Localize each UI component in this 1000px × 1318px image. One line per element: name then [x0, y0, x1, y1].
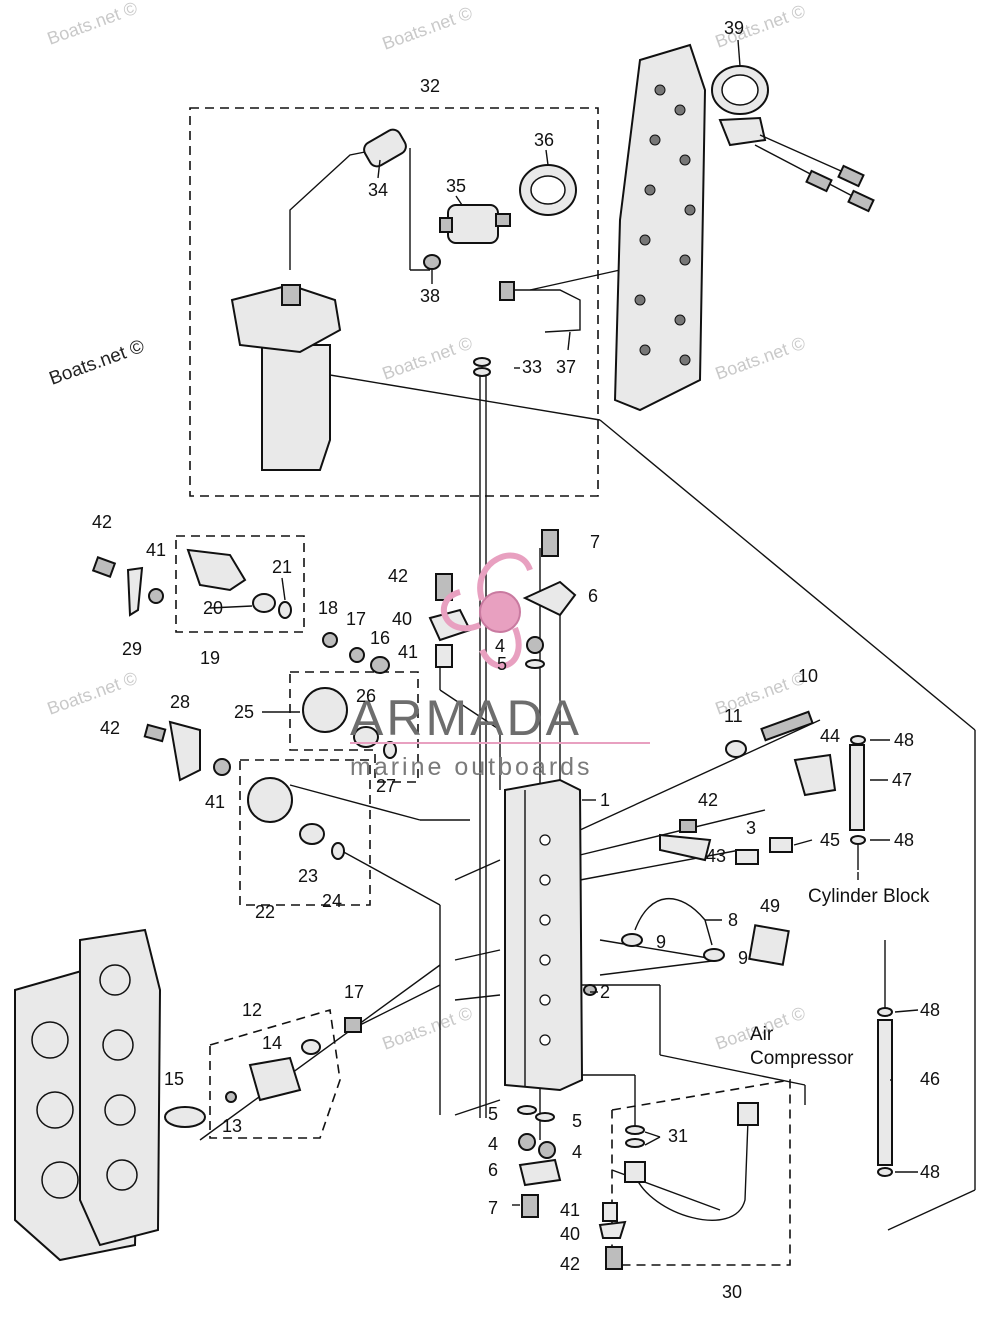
- callout-43: 43: [706, 846, 726, 866]
- callout-48: 48: [920, 1000, 940, 1020]
- callout-41: 41: [205, 792, 225, 812]
- group-box-32: [189, 107, 599, 497]
- callout-41: 41: [398, 642, 418, 662]
- callout-24: 24: [322, 891, 342, 911]
- watermark: Boats.net ©: [713, 333, 808, 384]
- callout-11: 11: [724, 706, 743, 726]
- callout-18: 18: [318, 598, 338, 618]
- callout-9: 9: [738, 948, 748, 968]
- watermark-main: Boats.net ©: [47, 336, 148, 390]
- text-labels: Cylinder Block Air Compressor: [750, 872, 930, 1069]
- callout-29: 29: [122, 639, 142, 659]
- label-cylinder-block: Cylinder Block: [808, 886, 930, 907]
- callout-17: 17: [344, 982, 364, 1002]
- callout-21: 21: [272, 557, 292, 577]
- callout-39: 39: [724, 18, 744, 38]
- callout-38: 38: [420, 286, 440, 306]
- callout-37: 37: [556, 357, 576, 377]
- callout-14: 14: [262, 1033, 282, 1053]
- callout-48: 48: [894, 830, 914, 850]
- cover-plate: [613, 43, 707, 412]
- callout-23: 23: [298, 866, 318, 886]
- callout-34: 34: [368, 180, 388, 200]
- part-39-bracket: [711, 65, 875, 213]
- callout-26: 26: [356, 686, 376, 706]
- callout-48: 48: [920, 1162, 940, 1182]
- callout-41: 41: [560, 1200, 580, 1220]
- callout-45: 45: [820, 830, 840, 850]
- callout-7: 7: [590, 532, 600, 552]
- label-air: Air: [750, 1024, 774, 1045]
- callout-17: 17: [346, 609, 366, 629]
- watermark: Boats.net ©: [45, 0, 140, 49]
- watermark: Boats.net ©: [380, 3, 475, 54]
- watermark: Boats.net ©: [380, 1003, 475, 1054]
- callout-13: 13: [222, 1116, 242, 1136]
- brand-name: ARMADA: [350, 690, 582, 746]
- callout-6: 6: [488, 1160, 498, 1180]
- callout-35: 35: [446, 176, 466, 196]
- brand-tagline: marine outboards: [350, 753, 593, 781]
- callout-44: 44: [820, 726, 840, 746]
- callout-4: 4: [495, 636, 505, 656]
- connection-lines: [199, 148, 976, 1231]
- callout-46: 46: [920, 1069, 940, 1089]
- gasket-stack: [14, 928, 162, 1262]
- fuel-pump-assembly: [230, 128, 581, 471]
- callout-22: 22: [255, 902, 275, 922]
- callout-33: 33: [522, 357, 542, 377]
- callout-5: 5: [572, 1111, 582, 1131]
- callout-42: 42: [92, 512, 112, 532]
- group-box-30: [611, 1079, 791, 1266]
- callout-5: 5: [488, 1104, 498, 1124]
- callout-36: 36: [534, 130, 554, 150]
- callout-42: 42: [560, 1254, 580, 1274]
- callout-6: 6: [588, 586, 598, 606]
- callout-7: 7: [488, 1198, 498, 1218]
- callout-2: 2: [600, 982, 610, 1002]
- callout-40: 40: [392, 609, 412, 629]
- callout-42: 42: [388, 566, 408, 586]
- callout-9: 9: [656, 932, 666, 952]
- callout-8: 8: [728, 910, 738, 930]
- callout-19: 19: [200, 648, 220, 668]
- group-box-19: [175, 535, 305, 633]
- callout-28: 28: [170, 692, 190, 712]
- callout-27: 27: [376, 776, 396, 796]
- label-compressor: Compressor: [750, 1048, 854, 1069]
- callout-40: 40: [560, 1224, 580, 1244]
- callout-42: 42: [698, 790, 718, 810]
- small-parts: [91, 529, 893, 1270]
- leader-lines: [209, 39, 919, 1173]
- group-box-25: [289, 671, 419, 783]
- callout-32: 32: [420, 76, 440, 96]
- callout-25: 25: [234, 702, 254, 722]
- callout-5: 5: [497, 654, 507, 674]
- watermark: Boats.net ©: [45, 668, 140, 719]
- callouts: 1 2 3 4 4 4 5 5 5 6 6 7 7 8 9 9 10 11 12…: [92, 18, 940, 1302]
- callout-49: 49: [760, 896, 780, 916]
- callout-30: 30: [722, 1282, 742, 1302]
- callout-4: 4: [572, 1142, 582, 1162]
- group-box-22: [239, 759, 371, 906]
- callout-47: 47: [892, 770, 912, 790]
- callout-10: 10: [798, 666, 818, 686]
- callout-42: 42: [100, 718, 120, 738]
- callout-31: 31: [668, 1126, 688, 1146]
- group-box-12: [209, 1008, 341, 1139]
- part-1-manifold: [504, 778, 597, 1092]
- group-boxes: [175, 107, 791, 1266]
- callout-4: 4: [488, 1134, 498, 1154]
- callout-12: 12: [242, 1000, 262, 1020]
- brand-logo: ARMADA marine outboards: [350, 552, 650, 781]
- callout-41: 41: [146, 540, 166, 560]
- callout-15: 15: [164, 1069, 184, 1089]
- watermark: Boats.net ©: [380, 333, 475, 384]
- callout-1: 1: [600, 790, 610, 810]
- callout-16: 16: [370, 628, 390, 648]
- callout-48: 48: [894, 730, 914, 750]
- callout-3: 3: [746, 818, 756, 838]
